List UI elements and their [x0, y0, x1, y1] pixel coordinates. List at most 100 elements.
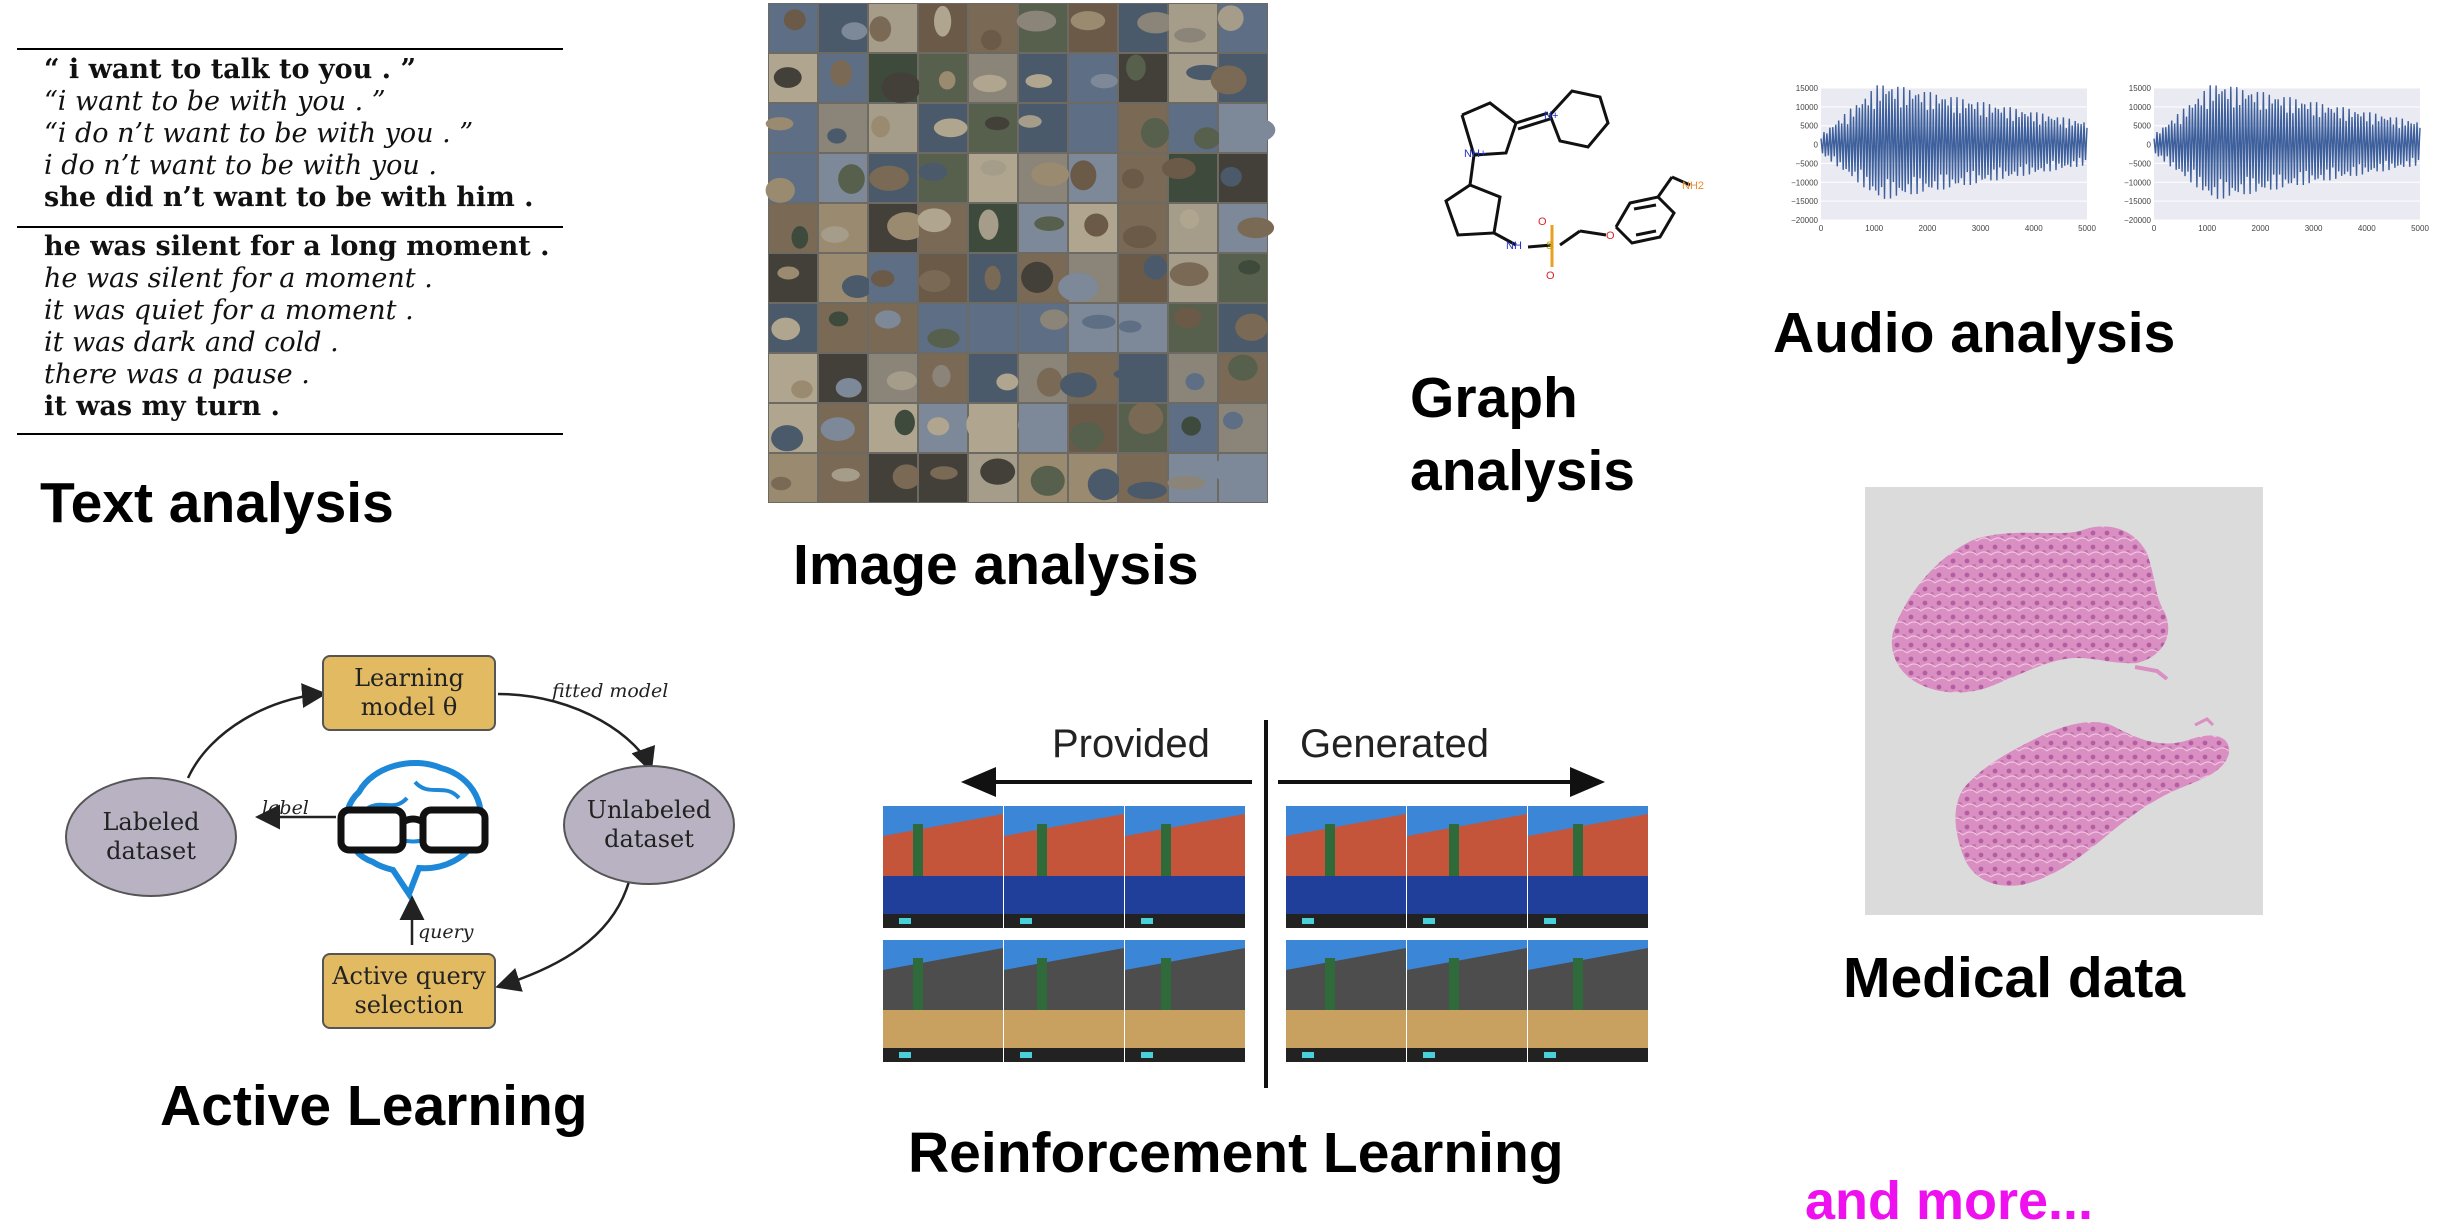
text-analysis-heading: Text analysis: [40, 471, 394, 535]
mosaic-thumbnail: [869, 104, 917, 152]
mosaic-thumbnail: [769, 304, 817, 352]
mosaic-thumbnail: [1169, 204, 1217, 252]
atom-n1: NH+: [1464, 148, 1486, 160]
waveform-x-tick: 2000: [1919, 224, 1937, 233]
rl-frame-grey-wall: [1004, 940, 1124, 1062]
medical-data-heading: Medical data: [1843, 946, 2186, 1010]
mosaic-thumbnail: [969, 204, 1017, 252]
audio-analysis-heading: Audio analysis: [1773, 301, 2176, 365]
waveform-y-tick: −5000: [2129, 159, 2152, 168]
mosaic-thumbnail: [769, 404, 817, 452]
mosaic-thumbnail: [969, 454, 1017, 502]
waveform-x-tick: 2000: [2252, 224, 2270, 233]
waveform-trace: [1820, 85, 2088, 199]
mosaic-thumbnail: [1113, 354, 1167, 402]
mosaic-thumbnail: [917, 204, 967, 252]
labeled-line2: dataset: [106, 837, 196, 865]
mosaic-thumbnail: [1119, 402, 1167, 452]
mosaic-thumbnail: [1169, 104, 1221, 152]
mosaic-thumbnail: [1069, 304, 1117, 352]
text-sample-line: i do n’t want to be with you .: [44, 150, 437, 181]
mosaic-thumbnail: [1058, 254, 1117, 302]
atom-o1: O: [1538, 216, 1547, 228]
waveform-y-tick: 0: [1814, 141, 1819, 150]
waveform-x-tick: 0: [1819, 224, 1824, 233]
mosaic-thumbnail: [1219, 254, 1267, 302]
mosaic-thumbnail: [1069, 4, 1117, 52]
mosaic-thumbnail: [969, 4, 1017, 52]
mosaic-thumbnail: [1219, 154, 1267, 202]
waveform-y-tick: −10000: [2124, 178, 2151, 187]
waveform-y-tick: −5000: [1796, 159, 1819, 168]
labeled-dataset-node: Labeled dataset: [65, 777, 237, 897]
image-mosaic-grid: [765, 4, 1276, 502]
mosaic-thumbnail: [919, 404, 967, 452]
mosaic-thumbnail: [1019, 254, 1067, 302]
unlabeled-dataset-node: Unlabeled dataset: [563, 765, 735, 885]
mosaic-thumbnail: [769, 4, 817, 52]
graph-analysis-heading-line1: Graph: [1410, 366, 1578, 430]
rl-frame-grey-wall: [883, 940, 1003, 1062]
mosaic-thumbnail: [1069, 54, 1118, 102]
mosaic-thumbnail: [1019, 204, 1067, 252]
text-top-rule: [17, 48, 563, 50]
rl-frame-grey-wall: [1125, 940, 1245, 1062]
mosaic-thumbnail: [769, 354, 817, 402]
waveform-y-tick: 0: [2147, 141, 2152, 150]
active-learning-heading: Active Learning: [160, 1074, 588, 1138]
atom-n2: N+: [1544, 110, 1558, 122]
waveform-x-tick: 1000: [1865, 224, 1883, 233]
waveform-y-tick: 15000: [1796, 84, 1819, 93]
histology-slide: [1865, 487, 2263, 915]
reinforcement-learning-heading: Reinforcement Learning: [908, 1121, 1564, 1185]
learning-model-line2: model θ: [360, 693, 458, 721]
rl-frame-grey-wall: [1407, 940, 1527, 1062]
mosaic-thumbnail: [1118, 304, 1167, 352]
mosaic-thumbnail: [765, 104, 817, 152]
mosaic-thumbnail: [969, 304, 1017, 352]
mosaic-thumbnail: [918, 254, 967, 302]
learning-model-box: Learning model θ: [322, 655, 496, 731]
mosaic-thumbnail: [1119, 454, 1167, 502]
mosaic-thumbnail: [769, 254, 817, 302]
mosaic-thumbnail: [869, 254, 917, 302]
waveform-y-tick: −20000: [2124, 216, 2151, 225]
mosaic-thumbnail: [1213, 454, 1267, 502]
mosaic-thumbnail: [919, 354, 967, 402]
mosaic-thumbnail: [869, 304, 917, 352]
mosaic-thumbnail: [1019, 354, 1067, 402]
image-analysis-heading: Image analysis: [793, 533, 1199, 597]
mosaic-thumbnail: [1219, 354, 1267, 402]
tissue-upper: [1891, 526, 2169, 693]
mosaic-thumbnail: [1019, 304, 1068, 352]
mosaic-thumbnail: [919, 54, 967, 102]
mosaic-thumbnail: [1069, 104, 1117, 152]
waveform-y-tick: 10000: [1796, 103, 1819, 112]
graph-analysis-heading-line2: analysis: [1410, 439, 1635, 503]
mosaic-thumbnail: [919, 4, 967, 52]
atom-o2: O: [1546, 270, 1555, 282]
waveform-y-tick: 10000: [2129, 103, 2152, 112]
mosaic-thumbnail: [1017, 404, 1067, 452]
waveform-y-tick: 5000: [2133, 122, 2151, 131]
text-sample-line: she did n’t want to be with him .: [44, 182, 534, 213]
waveform-y-tick: −20000: [1791, 216, 1818, 225]
text-sample-line: “i want to be with you . ”: [44, 86, 386, 117]
mosaic-thumbnail: [765, 154, 817, 203]
waveform-y-tick: 5000: [1800, 122, 1818, 131]
text-sample-line: he was silent for a moment .: [44, 263, 433, 294]
mosaic-thumbnail: [869, 4, 917, 52]
waveform-x-tick: 0: [2152, 224, 2157, 233]
rl-frame-red-wall: [1286, 806, 1406, 928]
waveform-y-tick: −10000: [1791, 178, 1818, 187]
mosaic-thumbnail: [1119, 54, 1167, 102]
query-arrow-label: query: [418, 921, 474, 943]
mosaic-thumbnail: [1219, 404, 1267, 452]
mosaic-thumbnail: [869, 154, 917, 202]
image-mosaic: [765, 3, 1276, 503]
unlabeled-line1: Unlabeled: [586, 796, 712, 824]
mosaic-thumbnail: [1169, 54, 1223, 102]
text-sample-line: it was quiet for a moment .: [44, 295, 414, 326]
mosaic-thumbnail: [969, 254, 1017, 302]
